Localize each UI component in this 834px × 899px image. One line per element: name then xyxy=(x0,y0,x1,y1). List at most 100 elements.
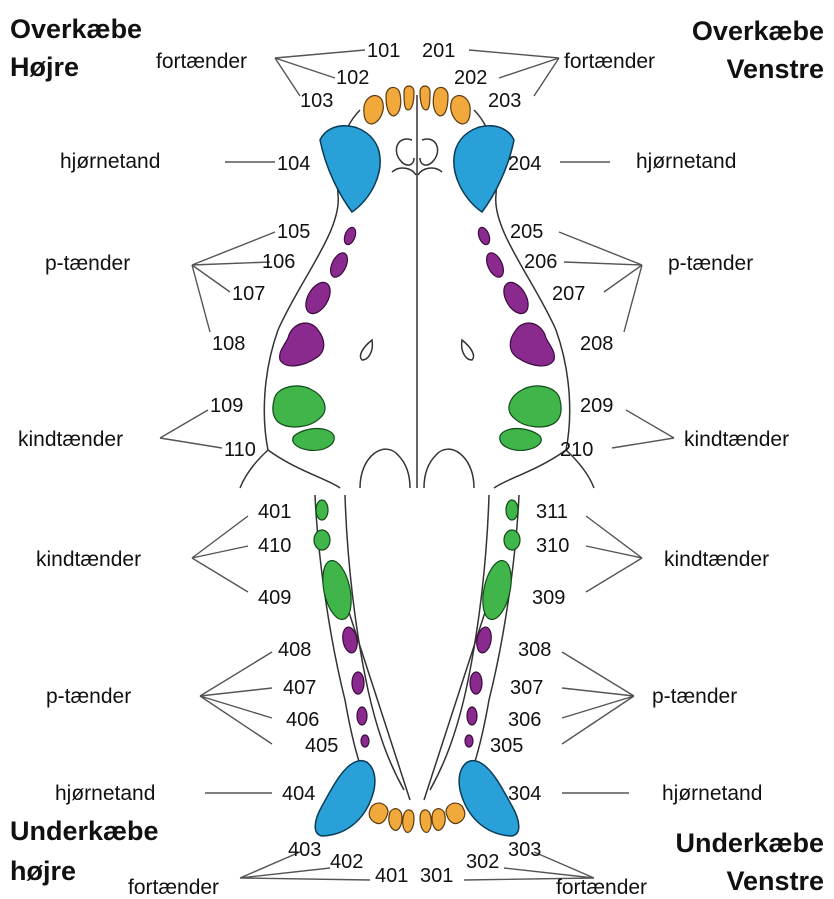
num-401: 401 xyxy=(375,865,408,887)
num-208: 208 xyxy=(580,333,613,355)
tooth-301 xyxy=(420,810,431,832)
upper-right-title-line2: Højre xyxy=(10,52,79,82)
num-203: 203 xyxy=(488,90,521,112)
num-102: 102 xyxy=(336,67,369,89)
tooth-410 xyxy=(314,530,330,550)
tooth-109 xyxy=(273,386,325,427)
num-406: 406 xyxy=(286,709,319,731)
label-premolars-lower-right: p-tænder xyxy=(46,685,131,708)
num-307: 307 xyxy=(510,677,543,699)
tooth-302 xyxy=(432,809,445,831)
tooth-311 xyxy=(506,500,518,520)
label-molars-upper-right: kindtænder xyxy=(18,428,123,451)
num-205: 205 xyxy=(510,221,543,243)
num-308: 308 xyxy=(518,639,551,661)
tooth-405 xyxy=(361,735,369,747)
num-107: 107 xyxy=(232,283,265,305)
tooth-204 xyxy=(454,126,514,212)
tooth-309 xyxy=(478,558,516,622)
tooth-305 xyxy=(465,735,473,747)
lower-incisors xyxy=(369,803,465,832)
num-311: 311 xyxy=(536,501,568,523)
tooth-210 xyxy=(500,429,541,451)
num-402: 402 xyxy=(330,851,363,873)
label-premolars-upper-left: p-tænder xyxy=(668,252,753,275)
num-209: 209 xyxy=(580,395,613,417)
num-408: 408 xyxy=(278,639,311,661)
num-206: 206 xyxy=(524,251,557,273)
num-403: 403 xyxy=(288,839,321,861)
tooth-205 xyxy=(476,226,492,246)
num-306: 306 xyxy=(508,709,541,731)
lower-left-title-line1: Underkæbe xyxy=(675,828,824,858)
num-305: 305 xyxy=(490,735,523,757)
label-canine-lower-left: hjørnetand xyxy=(662,782,762,805)
num-301: 301 xyxy=(420,865,453,887)
tooth-104 xyxy=(320,126,380,212)
lower-premolars xyxy=(341,626,493,747)
tooth-209 xyxy=(509,386,561,427)
tooth-101 xyxy=(404,86,414,110)
upper-left-title-line1: Overkæbe xyxy=(692,16,824,46)
num-106: 106 xyxy=(262,251,295,273)
upper-left-title-line2: Venstre xyxy=(726,54,824,84)
num-104: 104 xyxy=(277,153,310,175)
num-101: 101 xyxy=(367,40,400,62)
tooth-310 xyxy=(504,530,520,550)
num-103: 103 xyxy=(300,90,333,112)
label-molars-lower-left: kindtænder xyxy=(664,548,769,571)
tooth-404 xyxy=(315,761,375,836)
label-incisors-lower-right: fortænder xyxy=(128,876,219,899)
num-110: 110 xyxy=(224,439,256,461)
num-105: 105 xyxy=(277,221,310,243)
num-201: 201 xyxy=(422,40,455,62)
num-lower-right-molar-1: 401 xyxy=(258,501,291,523)
tooth-207 xyxy=(499,278,533,317)
tooth-108 xyxy=(280,323,324,366)
tooth-401 xyxy=(403,810,414,832)
num-304: 304 xyxy=(508,783,541,805)
tooth-105 xyxy=(342,226,358,246)
label-premolars-upper-right: p-tænder xyxy=(45,252,130,275)
tooth-409 xyxy=(318,558,356,622)
lower-right-title-line1: Underkæbe xyxy=(10,816,159,846)
tooth-306 xyxy=(467,707,477,725)
tooth-303 xyxy=(446,803,465,823)
tooth-403 xyxy=(369,803,388,823)
label-molars-upper-left: kindtænder xyxy=(684,428,789,451)
tooth-103 xyxy=(364,96,383,124)
tooth-202 xyxy=(433,87,448,116)
tooth-106 xyxy=(327,250,351,279)
num-207: 207 xyxy=(552,283,585,305)
num-109: 109 xyxy=(210,395,243,417)
num-410: 410 xyxy=(258,535,291,557)
lower-canines xyxy=(315,761,519,836)
tooth-201 xyxy=(420,86,430,110)
num-302: 302 xyxy=(466,851,499,873)
tooth-numbers: 101 102 103 104 105 106 107 108 109 110 … xyxy=(210,40,613,887)
upper-right-title-line1: Overkæbe xyxy=(10,14,142,44)
num-409: 409 xyxy=(258,587,291,609)
num-405: 405 xyxy=(305,735,338,757)
tooth-110 xyxy=(293,429,334,451)
tooth-307 xyxy=(470,672,482,694)
label-incisors-upper-left: fortænder xyxy=(564,50,655,73)
label-premolars-lower-left: p-tænder xyxy=(652,685,737,708)
tooth-107 xyxy=(301,278,335,317)
label-canine-lower-right: hjørnetand xyxy=(55,782,155,805)
tooth-407 xyxy=(352,672,364,694)
label-incisors-lower-left: fortænder xyxy=(556,876,647,899)
tooth-203 xyxy=(451,96,470,124)
tooth-102 xyxy=(386,87,401,116)
tooth-206 xyxy=(483,250,507,279)
lower-molars xyxy=(314,500,520,622)
tooth-402 xyxy=(389,809,402,831)
lower-left-title-line2: Venstre xyxy=(726,866,824,896)
num-204: 204 xyxy=(508,153,541,175)
num-309: 309 xyxy=(532,587,565,609)
num-202: 202 xyxy=(454,67,487,89)
num-407: 407 xyxy=(283,677,316,699)
label-incisors-upper-right: fortænder xyxy=(156,50,247,73)
tooth-208 xyxy=(510,323,554,366)
